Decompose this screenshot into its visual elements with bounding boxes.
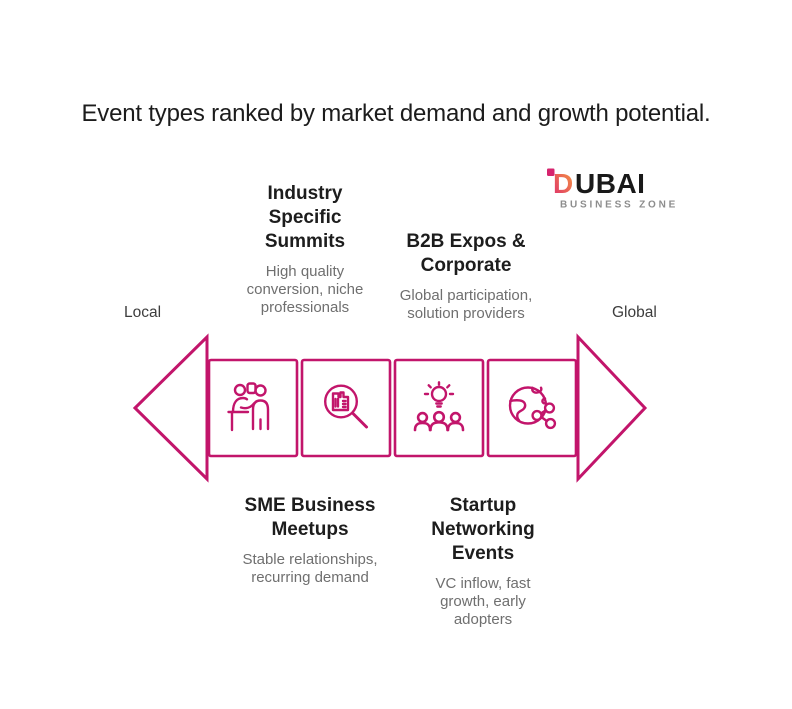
icon-box-3 [393, 358, 485, 458]
logo-graphic: D UBAI BUSINESS ZONE [547, 168, 676, 211]
business-search-icon [323, 384, 368, 429]
global-network-icon [508, 386, 557, 430]
annotation-title: SME Business Meetups [244, 495, 376, 540]
logo-subtitle: BUSINESS ZONE [560, 200, 676, 211]
dubai-business-zone-logo: D UBAI BUSINESS ZONE [546, 166, 676, 212]
annotation-description: Global participation, solution providers [399, 286, 533, 323]
logo-accent-square-icon [547, 168, 555, 176]
axis-label-global: Global [612, 304, 657, 321]
annotation-startup-events: Startup Networking Events VC inflow, fas… [393, 494, 573, 630]
annotation-description: High quality conversion, niche professio… [246, 262, 364, 317]
logo-initial: D [553, 168, 573, 199]
annotation-title: Industry Specific Summits [264, 183, 346, 252]
annotation-title: Startup Networking Events [431, 495, 535, 564]
annotation-description: VC inflow, fast growth, early adopters [435, 574, 531, 629]
arrowhead-left-icon [132, 333, 209, 483]
annotation-b2b-expos: B2B Expos & Corporate Global participati… [376, 230, 556, 323]
local-global-arrow [132, 333, 648, 483]
annotation-description: Stable relationships, recurring demand [242, 550, 378, 587]
page-title: Event types ranked by market demand and … [81, 100, 711, 127]
annotation-sme-meetups: SME Business Meetups Stable relationship… [220, 494, 400, 587]
icon-box-4 [486, 358, 578, 458]
arrowhead-right-icon [576, 333, 648, 483]
axis-label-local: Local [124, 304, 162, 321]
idea-audience-icon [413, 381, 465, 432]
meeting-presentation-icon [227, 382, 270, 432]
logo-name-rest: UBAI [575, 168, 645, 199]
annotation-industry-summits: Industry Specific Summits High quality c… [215, 182, 395, 318]
annotation-title: B2B Expos & Corporate [406, 231, 526, 276]
